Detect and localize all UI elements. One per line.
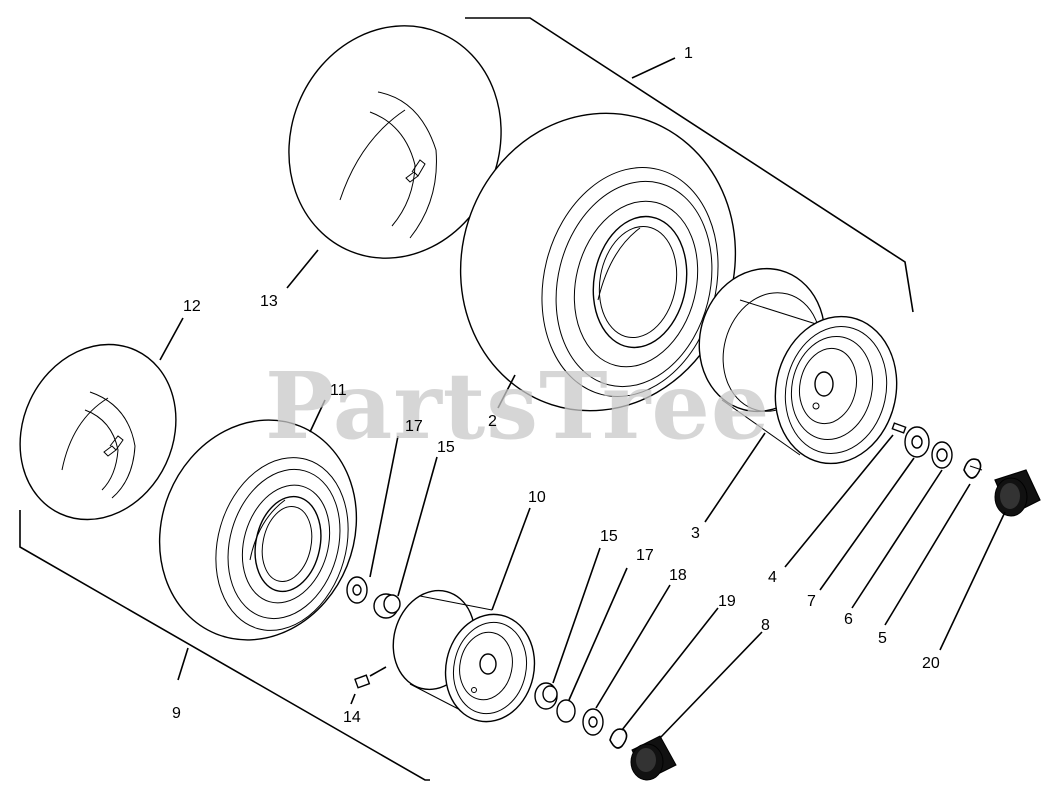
callout-5: 5	[878, 630, 887, 647]
lower-assembly-bracket	[19, 510, 430, 781]
callout-15-left: 15	[437, 439, 455, 456]
cap-part-8	[630, 735, 677, 781]
callout-17-right: 17	[636, 547, 654, 564]
washer-part-18	[582, 708, 604, 736]
bearing-part-15-left	[373, 593, 401, 619]
bearing-part-15-right	[534, 682, 558, 710]
upper-tire	[459, 112, 737, 412]
cap-part-20	[994, 469, 1041, 517]
callout-6: 6	[844, 611, 853, 628]
lower-rim	[392, 589, 536, 723]
valve-stem-icon	[405, 159, 426, 183]
lower-tire	[158, 419, 358, 641]
callout-19: 19	[718, 593, 736, 610]
washer-part-17-right	[556, 699, 576, 723]
callout-3: 3	[691, 525, 700, 542]
callout-13: 13	[260, 293, 278, 310]
callout-7: 7	[807, 593, 816, 610]
lower-inner-tube	[19, 343, 177, 521]
valve-part-14	[354, 674, 371, 689]
callout-14: 14	[343, 709, 361, 726]
leader-lines	[159, 57, 1006, 739]
valve-stem-icon	[103, 435, 124, 457]
callout-20: 20	[922, 655, 940, 672]
callout-12: 12	[183, 298, 201, 315]
callout-11: 11	[330, 382, 347, 399]
callout-8: 8	[761, 617, 770, 634]
callout-18: 18	[669, 567, 687, 584]
watermark: PartsTree	[265, 352, 770, 460]
washer-part-7	[904, 426, 930, 458]
pin-part-4	[891, 422, 907, 434]
callout-2: 2	[488, 413, 497, 430]
retaining-clip-part-5	[963, 458, 983, 479]
callout-1: 1	[684, 45, 693, 62]
callout-10: 10	[528, 489, 546, 506]
callout-17-left: 17	[405, 418, 423, 435]
upper-rim	[698, 267, 898, 465]
washer-part-6	[931, 441, 953, 469]
callout-15-right: 15	[600, 528, 618, 545]
retaining-clip-part-19	[609, 728, 628, 749]
callout-9: 9	[172, 705, 181, 722]
callout-4: 4	[768, 569, 777, 586]
upper-assembly-bracket	[465, 17, 914, 313]
washer-part-17-left	[346, 576, 368, 604]
